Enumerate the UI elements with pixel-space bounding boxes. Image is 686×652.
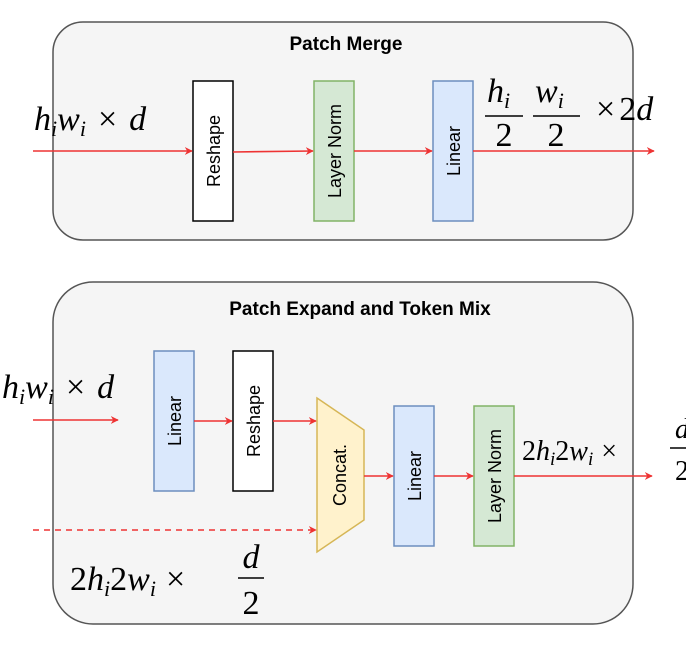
layer-norm-block: Layer Norm (313, 80, 355, 222)
merge-output-label: hi 2 wi 2 ×2d (485, 73, 654, 154)
linear-block: Linear (432, 80, 474, 222)
svg-text:×2d: ×2d (596, 91, 654, 128)
expand-reshape-label: Reshape (244, 385, 264, 457)
reshape-to-norm-arrow (232, 147, 314, 156)
svg-text:wi: wi (535, 73, 564, 113)
svg-text:hiwi×d: hiwi×d (2, 369, 115, 409)
skip-input-label: 2hi2wi× d 2 (70, 539, 264, 622)
svg-text:2: 2 (675, 456, 686, 487)
expand-linear-block: Linear (153, 350, 195, 492)
patch-merge-title: Patch Merge (290, 34, 403, 55)
svg-text:2: 2 (243, 585, 260, 622)
concat-label: Concat. (330, 444, 350, 506)
expand-reshape-block: Reshape (232, 350, 274, 492)
mix-layer-norm-block: Layer Norm (473, 405, 515, 547)
svg-text:2hi2wi×: 2hi2wi× (522, 436, 617, 470)
mix-layer-norm-label: Layer Norm (485, 429, 505, 523)
patch-expand-panel: Patch Expand and Token Mix Linear Reshap… (2, 281, 686, 625)
expand-input-label: hiwi×d (2, 369, 115, 409)
svg-text:hiwi×d: hiwi×d (34, 101, 147, 141)
mix-linear-block: Linear (393, 405, 435, 547)
linear-label: Linear (444, 126, 464, 176)
svg-text:2hi2wi×: 2hi2wi× (70, 561, 185, 601)
merge-input-label: hiwi×d (34, 101, 147, 141)
svg-text:hi: hi (487, 73, 510, 113)
svg-text:2: 2 (548, 117, 565, 154)
svg-text:d: d (675, 414, 686, 445)
patch-merge-panel: Patch Merge Reshape Layer Norm Linear hi… (33, 21, 655, 241)
concat-block: Concat. (316, 396, 365, 554)
reshape-label: Reshape (204, 115, 224, 187)
patch-expand-title: Patch Expand and Token Mix (229, 299, 491, 320)
expand-output-label: 2hi2wi× d 2 (522, 414, 686, 487)
layer-norm-label: Layer Norm (325, 104, 345, 198)
mix-linear-label: Linear (405, 451, 425, 501)
svg-text:d: d (243, 539, 261, 576)
expand-linear-label: Linear (165, 396, 185, 446)
svg-text:2: 2 (496, 117, 513, 154)
reshape-block: Reshape (192, 80, 234, 222)
